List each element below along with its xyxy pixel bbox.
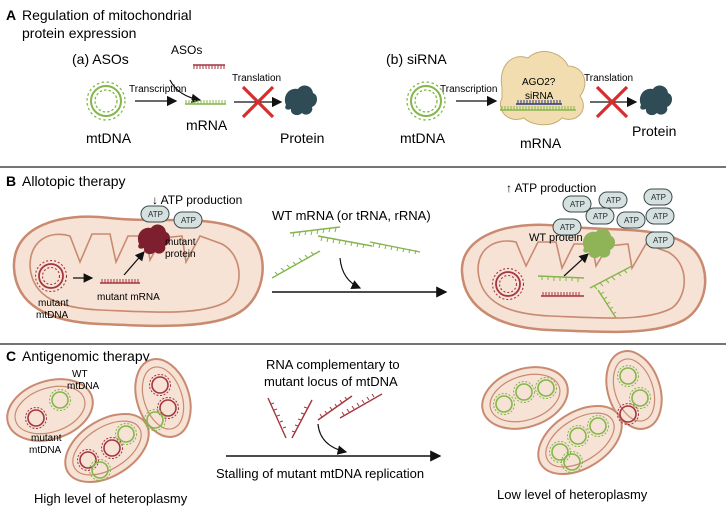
atp-down-label: ↓ ATP production (152, 193, 242, 207)
mutant-mrna-strand (100, 279, 140, 284)
mitochondrion-mutant (12, 215, 264, 328)
mutant-mtdna-label-c1: mutant (31, 433, 62, 444)
wt-mrna-label: WT mRNA (or tRNA, rRNA) (272, 208, 431, 223)
mutant-protein-label-1: mutant (165, 237, 196, 248)
mtdna-plasmid-icon-a (86, 81, 126, 121)
sirna-heading: (b) siRNA (386, 51, 447, 67)
transcription-label-b: Transcription (440, 84, 497, 95)
wt-mrna-strands (271, 226, 421, 279)
blocked-cross-icon-b (595, 85, 629, 119)
mutant-mtdna-label-c2: mtDNA (29, 445, 62, 456)
mito-cluster-high (6, 358, 192, 484)
translation-label-a: Translation (232, 73, 281, 84)
atp-pill-label: ATP (181, 216, 196, 225)
atp-pill-label: ATP (148, 210, 163, 219)
protein-label-b: Protein (632, 123, 676, 139)
atp-pill-icon: ATP (598, 191, 628, 209)
atp-pill-icon: ATP (585, 207, 615, 225)
aso-strand (193, 64, 225, 69)
atp-pill-label: ATP (624, 216, 639, 225)
atp-pill-label: ATP (651, 193, 666, 202)
rna-complementary-line2: mutant locus of mtDNA (264, 374, 398, 389)
panel-a-letter: A (6, 7, 16, 23)
panel-b-title: Allotopic therapy (22, 173, 126, 189)
atp-pill-label: ATP (653, 212, 668, 221)
aso-binding-arrow (169, 79, 202, 104)
low-heteroplasmy-label: Low level of heteroplasmy (497, 487, 648, 502)
mtdna-label-a: mtDNA (86, 130, 132, 146)
panel-a-title-line1: Regulation of mitochondrial (22, 7, 192, 23)
wt-mtdna-label-1: WT (72, 369, 88, 380)
blocked-cross-icon-a (241, 85, 275, 119)
rna-complementary-line1: RNA complementary to (266, 357, 400, 372)
panel-b-letter: B (6, 173, 16, 189)
protein-icon-b (639, 85, 673, 116)
transcription-label-a: Transcription (129, 84, 186, 95)
asos-heading: (a) ASOs (72, 51, 129, 67)
protein-icon-a (284, 85, 318, 116)
sirna-label: siRNA (525, 91, 554, 102)
ago2-label: AGO2? (522, 77, 556, 88)
atp-pill-icon: ATP (643, 188, 673, 206)
atp-pill-label: ATP (570, 200, 585, 209)
translation-arrow-wt (563, 253, 589, 277)
mrna-strand-a (185, 100, 226, 105)
atp-pill-icon: ATP (552, 218, 582, 236)
mrna-label-a: mRNA (186, 117, 228, 133)
wt-mrna-strands-inside (537, 265, 633, 319)
curved-arrow-b (339, 257, 362, 289)
mutant-protein-label-2: protein (165, 249, 196, 260)
panel-c-title: Antigenomic therapy (22, 348, 150, 364)
protein-label-a: Protein (280, 130, 324, 146)
mutant-mtdna-label-1: mutant (38, 298, 69, 309)
atp-up-label: ↑ ATP production (506, 181, 596, 195)
curved-arrow-c (317, 423, 348, 455)
mtdna-label-b: mtDNA (400, 130, 446, 146)
atp-pill-label: ATP (560, 223, 575, 232)
high-heteroplasmy-label: High level of heteroplasmy (34, 491, 188, 506)
mutant-mrna-label: mutant mRNA (97, 292, 160, 303)
mito-cluster-low (481, 350, 663, 476)
panel-c-letter: C (6, 348, 16, 364)
atp-pill-icon: ATP (140, 205, 170, 223)
atp-pill-label: ATP (593, 212, 608, 221)
wt-mtdna-label-2: mtDNA (67, 381, 100, 392)
atp-pill-label: ATP (606, 196, 621, 205)
stalling-label: Stalling of mutant mtDNA replication (216, 466, 424, 481)
atp-pill-icon: ATP (562, 195, 592, 213)
panel-a-title-line2: protein expression (22, 25, 136, 41)
atp-pill-label: ATP (653, 236, 668, 245)
translation-arrow-mutant (123, 251, 145, 276)
asos-label: ASOs (171, 43, 202, 57)
mutant-mrna-strand-2 (541, 292, 584, 297)
sirna-duplex (500, 100, 576, 111)
atp-pill-icon: ATP (645, 207, 675, 225)
ago2-complex (500, 51, 586, 126)
translation-label-b: Translation (584, 73, 633, 84)
atp-pill-icon: ATP (645, 231, 675, 249)
complementary-rna-strands (267, 393, 383, 439)
atp-pill-icon: ATP (616, 211, 646, 229)
mutant-mtdna-label-2: mtDNA (36, 310, 69, 321)
atp-pill-icon: ATP (173, 211, 203, 229)
mrna-label-b: mRNA (520, 135, 562, 151)
